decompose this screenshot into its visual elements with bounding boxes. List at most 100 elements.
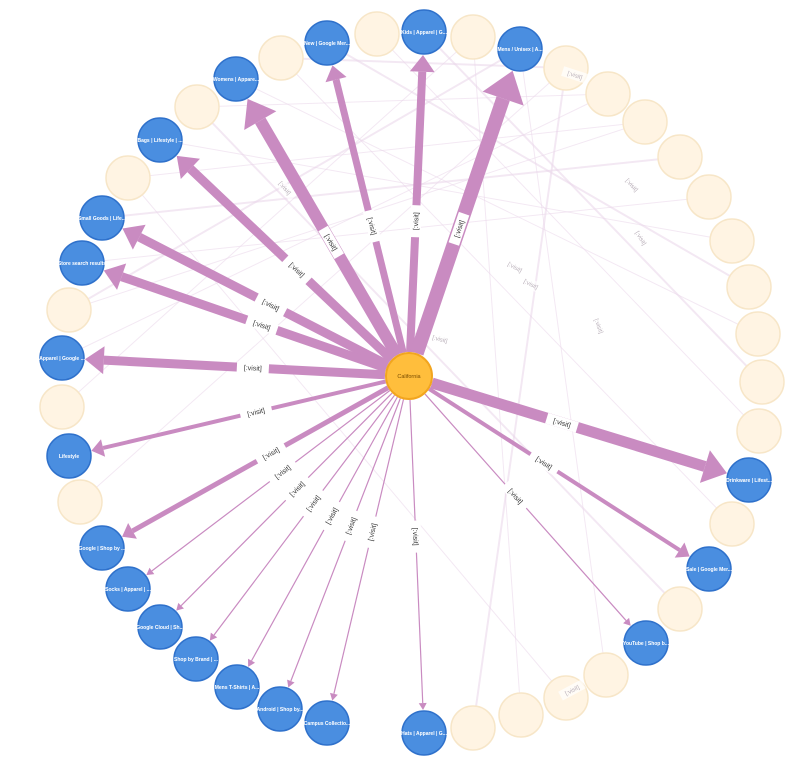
- page-node[interactable]: YouTube | Shop b...: [623, 620, 670, 666]
- visit-edge-label-bg: [281, 473, 313, 505]
- page-node-circle[interactable]: [59, 240, 105, 286]
- faint-edge-label: [:visit]: [426, 330, 454, 348]
- page-node-circle[interactable]: [79, 525, 125, 571]
- page-node-circle[interactable]: [623, 620, 669, 666]
- faint-edge-label-text: [:visit]: [506, 262, 523, 275]
- visit-edge-label: [:visit]: [281, 254, 313, 285]
- faint-node: [657, 586, 703, 632]
- faint-node: [709, 501, 755, 547]
- page-node[interactable]: Google | Shop by ...: [79, 525, 126, 571]
- page-node[interactable]: Mens T-Shirts | A...: [214, 664, 260, 710]
- visit-edge-arrowhead: [674, 542, 690, 558]
- page-node[interactable]: New | Google Mer...: [304, 20, 351, 66]
- page-node-circle[interactable]: [257, 686, 303, 732]
- page-node[interactable]: Mens / Unisex | A...: [497, 26, 543, 72]
- page-node[interactable]: Kids | Apparel | G...: [401, 9, 447, 55]
- page-node[interactable]: Lifestyle: [46, 433, 92, 479]
- faint-edge-label-bg: [501, 256, 529, 278]
- page-node-circle[interactable]: [213, 56, 259, 102]
- faint-edge-label-text: [:visit]: [592, 318, 603, 335]
- page-node-circle[interactable]: [214, 664, 260, 710]
- faint-edge-label: [:visit]: [589, 312, 609, 340]
- page-node[interactable]: Android | Shop by...: [257, 686, 304, 732]
- faint-edge-label-bg: [426, 330, 454, 348]
- page-node-circle[interactable]: [39, 335, 85, 381]
- page-node-circle[interactable]: [304, 700, 350, 746]
- page-node[interactable]: Store search results: [58, 240, 106, 286]
- visit-edge-label: [:visit]: [254, 440, 288, 467]
- page-node-label: YouTube | Shop b...: [623, 641, 670, 647]
- page-node-circle[interactable]: [137, 604, 183, 650]
- page-node-label: Campus Collectio...: [304, 721, 351, 727]
- visit-edge-label: [:visit]: [281, 473, 313, 505]
- visit-edge-label: [:visit]: [299, 487, 328, 520]
- page-node-circle[interactable]: [105, 566, 151, 612]
- faint-edge-label-bg: [589, 312, 609, 340]
- page-node[interactable]: Hats | Apparel | G...: [401, 710, 447, 756]
- page-node-circle[interactable]: [79, 195, 125, 241]
- node-layer: New | Google Mer... Kids | Apparel | G...…: [39, 9, 773, 756]
- visit-edge-label-bg: [363, 515, 382, 549]
- visit-edge-arrowhead: [122, 224, 146, 250]
- page-node[interactable]: Shop by Brand | ...: [173, 636, 219, 682]
- faint-node: [39, 384, 85, 430]
- page-node-circle[interactable]: [137, 117, 183, 163]
- page-node[interactable]: Womens | Appare...: [213, 56, 260, 102]
- page-node-circle[interactable]: [401, 710, 447, 756]
- visit-edge-label-text: [:visit]: [411, 528, 419, 546]
- page-node[interactable]: Bags | Lifestyle | ...: [137, 117, 183, 163]
- visit-edge-label-text: [:visit]: [247, 408, 266, 419]
- page-node-label: Shop by Brand | ...: [174, 657, 219, 663]
- faint-node: [450, 14, 496, 60]
- faint-node: [709, 218, 755, 264]
- visit-edge-label-bg: [500, 480, 531, 512]
- page-node-circle[interactable]: [173, 636, 219, 682]
- page-node-circle[interactable]: [304, 20, 350, 66]
- visit-edge-label: [:visit]: [319, 499, 345, 533]
- page-node[interactable]: Campus Collectio...: [304, 700, 351, 746]
- visit-edge-arrowhead: [418, 702, 427, 711]
- page-node[interactable]: Sale | Google Mer...: [686, 546, 733, 592]
- page-node[interactable]: Apparel | Google ...: [39, 335, 85, 381]
- page-node-label: Google | Shop by ...: [79, 546, 126, 552]
- faint-edge-label: [:visit]: [517, 273, 545, 295]
- visit-edge-arrowhead: [146, 567, 155, 576]
- visit-edge-label: [:visit]: [254, 292, 288, 318]
- visit-edge-label-bg: [362, 209, 382, 244]
- page-node[interactable]: Small Goods | Life...: [78, 195, 127, 241]
- page-node-circle[interactable]: [726, 457, 772, 503]
- visit-edge-label: [:visit]: [266, 457, 299, 486]
- visit-edge-label: [:visit]: [244, 314, 279, 336]
- faint-edge-label: [:visit]: [561, 66, 589, 84]
- center-node-california[interactable]: [385, 352, 433, 400]
- page-node-circle[interactable]: [497, 26, 543, 72]
- visit-edge-label: [:visit]: [362, 209, 382, 244]
- page-node-circle[interactable]: [686, 546, 732, 592]
- visit-edge-arrowhead: [176, 602, 184, 611]
- faint-node: [583, 652, 629, 698]
- faint-node: [622, 99, 668, 145]
- visit-edge-arrowhead: [176, 155, 201, 179]
- visit-edge-label-bg: [448, 211, 470, 246]
- visit-edge-arrowhead: [330, 692, 338, 701]
- page-node-label: Bags | Lifestyle | ...: [137, 138, 183, 144]
- faint-node: [585, 71, 631, 117]
- visit-edge-label: [:visit]: [340, 508, 362, 543]
- faint-edge: [159, 139, 733, 242]
- visit-edge-label-bg: [254, 292, 288, 318]
- page-node-circle[interactable]: [401, 9, 447, 55]
- page-node-circle[interactable]: [46, 433, 92, 479]
- page-node[interactable]: Socks | Apparel | ...: [105, 566, 151, 612]
- page-node-label: New | Google Mer...: [304, 41, 350, 47]
- visit-edge-label: [:visit]: [448, 211, 470, 246]
- page-node-label: Mens T-Shirts | A...: [215, 685, 260, 691]
- faint-node: [354, 11, 400, 57]
- faint-node: [46, 287, 92, 333]
- page-node[interactable]: Google Cloud | Sh...: [136, 604, 184, 650]
- page-node[interactable]: Drinkware | Lifest...: [726, 457, 773, 503]
- visit-edge-arrowhead: [244, 98, 277, 131]
- visit-edge-arrowhead: [409, 54, 435, 73]
- visit-edge-arrowhead: [122, 523, 137, 539]
